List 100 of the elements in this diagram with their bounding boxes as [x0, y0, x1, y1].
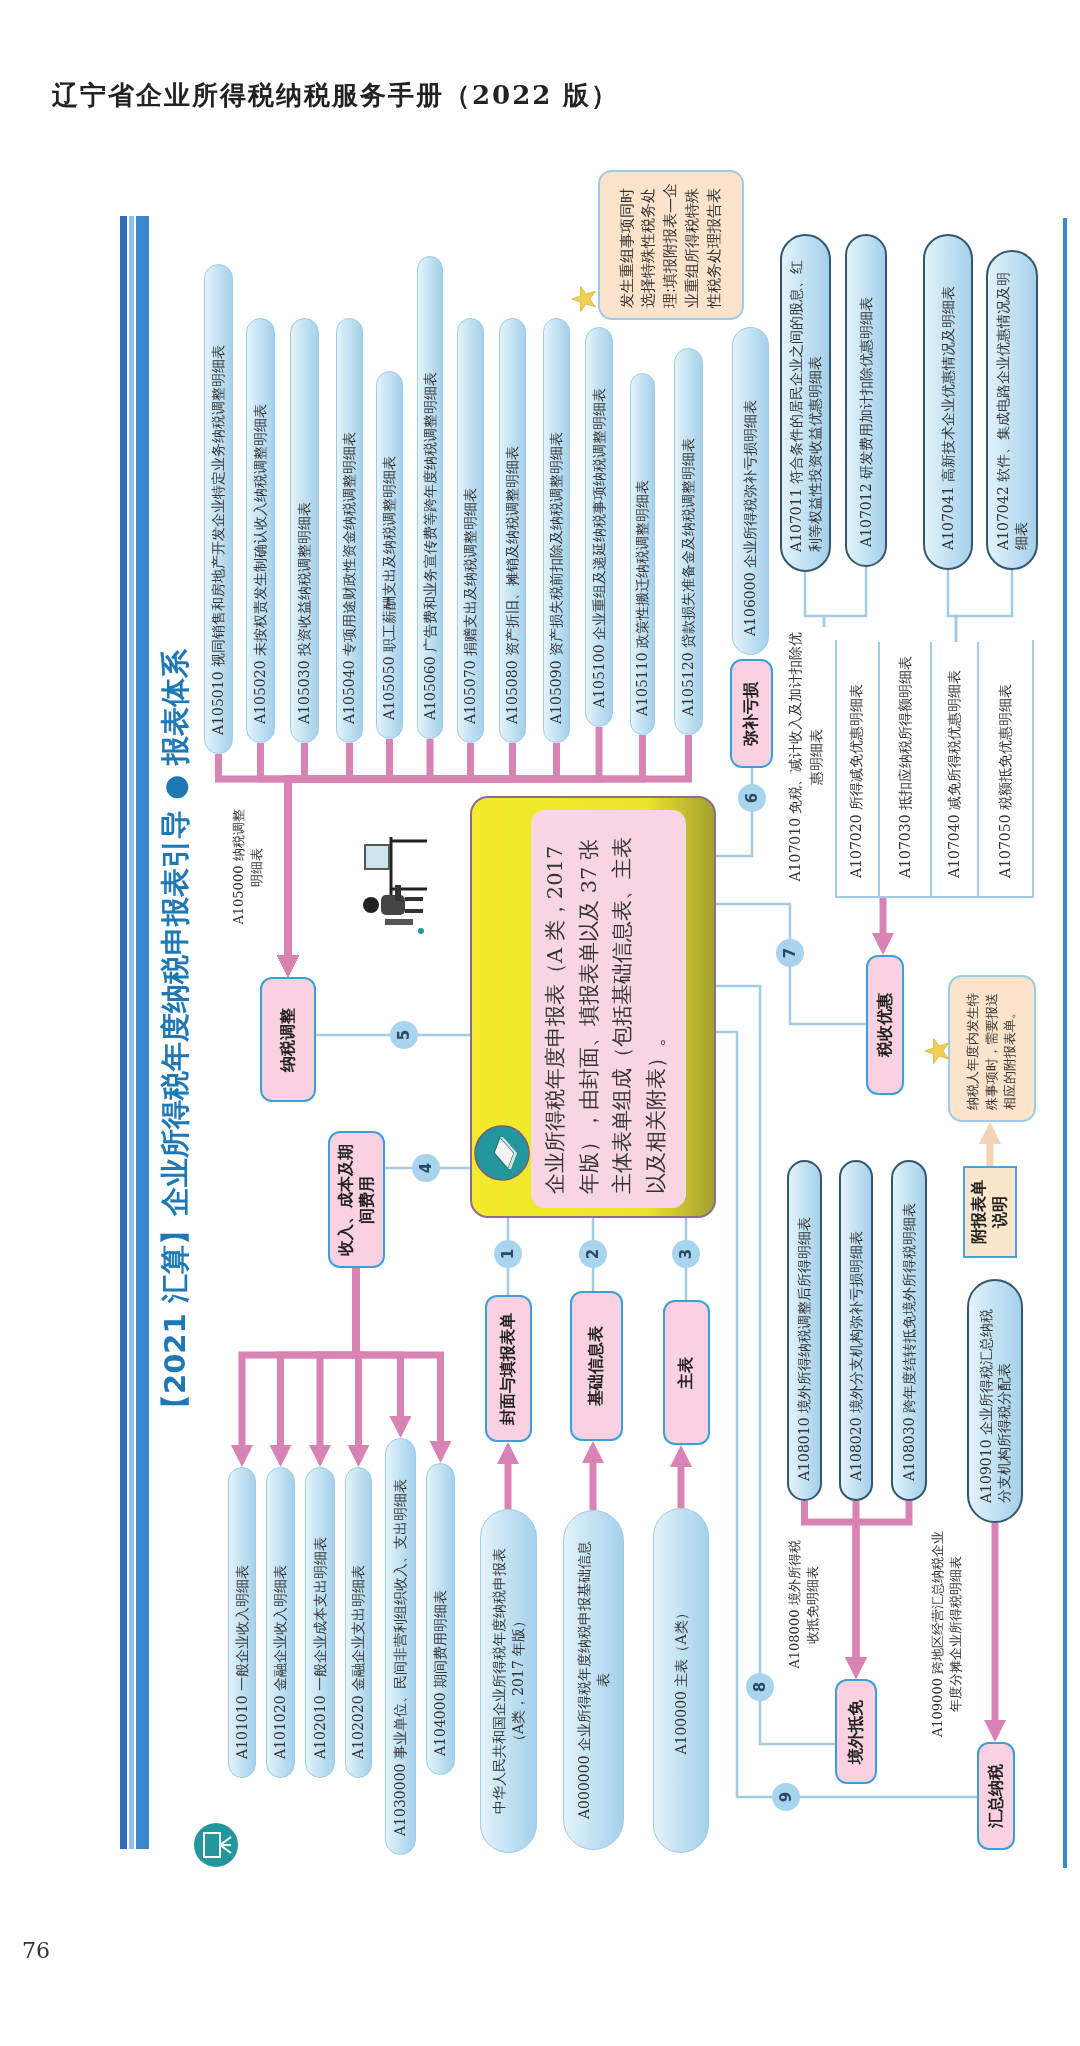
- table-name: A107011 符合条件的居民企业之间的股息、红利等权益性投资收益优惠明细表: [787, 259, 824, 552]
- summary-text: 企业所得税年度申报表（A 类，2017 年版），由封面、填报表单以及 37 张主体表单组成（包括基础信息表、主表以及相关附表）。: [531, 810, 686, 1208]
- table-pill: [499, 318, 526, 743]
- table-pill: [891, 1160, 927, 1501]
- table-pill: [345, 1467, 372, 1778]
- table-pill: [457, 318, 484, 743]
- table-name: A108030 跨年度结转抵免境外所得税明细表: [899, 1203, 918, 1481]
- table-name: A105120 贷款损失准备金及纳税调整明细表: [679, 438, 698, 716]
- connector-line: [954, 570, 1014, 642]
- table-name: A106000 企业所得税弥补亏损明细表: [741, 400, 760, 636]
- category-label: 基础信息表: [586, 1326, 607, 1406]
- table-pill: [385, 1438, 416, 1855]
- table-pill: [543, 318, 570, 743]
- table-name: A102020 金融企业支出明细表: [349, 1565, 368, 1759]
- summary-box: [470, 796, 716, 1218]
- table-name: A108020 境外分支机构弥补亏损明细表: [846, 1231, 865, 1481]
- table-name: A105060 广告费和业务宣传费等跨年度纳税调整明细表: [420, 372, 439, 720]
- arrow-label: A108000 境外所得税收抵免明细表: [786, 1539, 821, 1671]
- table-name: 中华人民共和国企业所得税年度纳税申报表（A类，2017 年版）: [490, 1547, 527, 1816]
- note-text: 发生重组事项同时选择特殊性税务处理:填报附报表—企业重组所得税特殊性税务处理报告表: [616, 182, 724, 308]
- table-pill: [845, 234, 887, 567]
- table-name: A107041 高新技术企业优惠情况及明细表: [938, 286, 957, 550]
- table-pill: [204, 264, 233, 754]
- table-pill: [426, 1463, 455, 1775]
- table-pill: [246, 318, 275, 743]
- category-box: [663, 1300, 710, 1445]
- table-name: A105040 专项用途财政性资金纳税调整明细表: [340, 432, 359, 724]
- category-label: 汇总纳税: [985, 1764, 1006, 1828]
- table-name: A105100 企业重组及递延纳税事项纳税调整明细表: [589, 388, 608, 708]
- arrow-label: A105000 纳税调整明细表: [230, 808, 265, 927]
- category-label: 收入、成本及期间费用: [335, 1142, 377, 1258]
- edge-label: 9: [772, 1783, 800, 1811]
- category-box: [570, 1291, 623, 1441]
- note-box: [598, 170, 744, 320]
- edge-label: 2: [579, 1240, 607, 1268]
- note-box: [948, 975, 1036, 1122]
- table-pill: [674, 348, 703, 735]
- connector-line: [716, 1030, 977, 1799]
- edge-label: 8: [746, 1673, 774, 1701]
- edge-label: 3: [672, 1240, 700, 1268]
- table-name: A107030 抵扣应纳税所得额明细表: [895, 656, 914, 878]
- note-text: 纳税人年度内发生特殊事项时，需要报送相应的附报表单。: [963, 992, 1019, 1110]
- table-pill: [290, 318, 319, 743]
- table-pill: [732, 327, 769, 655]
- table-name: A107012 研发费用加计扣除优惠明细表: [856, 297, 875, 547]
- arrow-label: A109000 跨地区经营汇总纳税企业年度分摊企业所得税明细表: [929, 1529, 964, 1739]
- category-box: [866, 955, 904, 1095]
- table-name: A105080 资产折旧、摊销及纳税调整明细表: [503, 446, 522, 724]
- table-name: A105050 职工薪酬支出及纳税调整明细表: [380, 456, 399, 720]
- table-frame: [835, 640, 1034, 898]
- table-name: A109010 企业所得税汇总纳税分支机构所得税分配表: [976, 1308, 1013, 1503]
- arrow: [983, 1523, 1007, 1742]
- arrow: [496, 1442, 520, 1509]
- arrow: [978, 1122, 1002, 1166]
- category-label: 附报表单说明: [969, 1179, 1010, 1246]
- edge-label: 5: [390, 1021, 418, 1049]
- category-box: [835, 1679, 877, 1784]
- connector-line: [716, 984, 835, 1746]
- table-pill: [266, 1467, 295, 1778]
- table-pill: [923, 234, 973, 570]
- category-label: 主表: [676, 1356, 697, 1389]
- table-pill: [336, 318, 363, 743]
- table-name: A107040 减免所得税优惠明细表: [945, 670, 964, 878]
- table-name: A108010 境外所得纳税调整后所得明细表: [795, 1217, 814, 1481]
- table-name: A105010 视同销售和房地产开发企业特定业务纳税调整明细表: [209, 345, 228, 735]
- table-name: A107010 免税、减计收入及加计扣除优惠明细表: [785, 627, 833, 886]
- category-label: 封面与填报表单: [498, 1312, 519, 1425]
- table-name: A105030 投资收益纳税调整明细表: [295, 502, 314, 724]
- table-name: A101020 金融企业收入明细表: [271, 1565, 290, 1759]
- category-label: 纳税调整: [277, 1007, 298, 1072]
- table-name: A105020 未按权责发生制确认收入纳税调整明细表: [251, 404, 270, 724]
- table-pill: [228, 1467, 256, 1778]
- table-name: A100000 主表（A类）: [671, 1606, 690, 1755]
- table-name: A1030000 事业单位、民间非营利组织收入、支出明细表: [391, 1479, 410, 1836]
- page-number: 76: [22, 1938, 50, 1963]
- table-name: A107020 所得减免优惠明细表: [847, 684, 866, 878]
- connector-line: [716, 902, 866, 1026]
- category-box: [730, 659, 773, 768]
- table-name: A102010 一般企业成本支出明细表: [310, 1537, 329, 1759]
- table-name: A107042 软件、集成电路企业优惠情况及明细表: [993, 271, 1030, 550]
- connector-line: [822, 567, 868, 627]
- table-pill: [986, 250, 1038, 570]
- arrow: [581, 1441, 605, 1510]
- table-pill: [480, 1509, 537, 1853]
- table-name: A000000 企业所得税年度纳税申报基础信息表: [575, 1540, 612, 1821]
- category-box: [963, 1166, 1017, 1258]
- table-name: A101010 一般企业收入明细表: [232, 1565, 251, 1759]
- table-pill: [967, 1279, 1023, 1523]
- table-name: A105110 政策性搬迁纳税调整明细表: [633, 480, 652, 716]
- table-name: A105070 捐赠支出及纳税调整明细表: [461, 488, 480, 724]
- edge-label: 1: [494, 1240, 522, 1268]
- table-name: A104000 期间费用明细表: [431, 1590, 450, 1756]
- table-pill: [653, 1508, 709, 1853]
- table-pill: [839, 1160, 873, 1501]
- table-pill: [376, 371, 403, 739]
- page-header: 辽宁省企业所得税纳税服务手册（2022 版）: [52, 79, 620, 112]
- category-label: 弥补亏损: [741, 681, 762, 746]
- edge-label: 4: [412, 1154, 440, 1182]
- table-pill: [630, 373, 655, 735]
- arrow: [844, 1501, 913, 1679]
